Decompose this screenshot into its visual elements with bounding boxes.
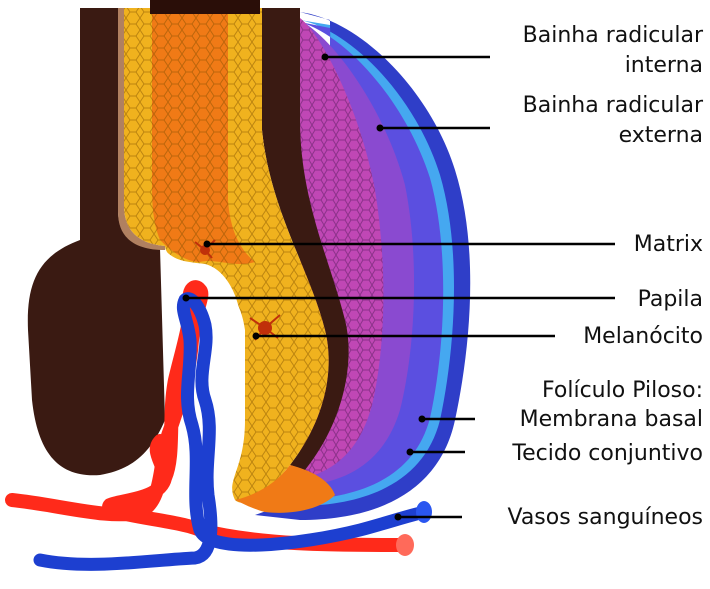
label-bainha-interna-1: Bainha radicular	[523, 23, 704, 48]
label-bainha-externa-1: Bainha radicular	[523, 93, 704, 118]
label-bainha-externa-2: externa	[619, 123, 703, 148]
label-foliculo: Folículo Piloso:	[542, 378, 703, 403]
label-bainha-interna-2: interna	[625, 53, 703, 78]
label-tecido: Tecido conjuntivo	[511, 441, 703, 466]
label-melanocito: Melanócito	[583, 324, 703, 349]
label-membrana: Membrana basal	[520, 407, 703, 432]
label-vasos: Vasos sanguíneos	[507, 505, 703, 530]
label-matrix: Matrix	[634, 232, 703, 257]
hair-shaft-top	[150, 0, 260, 14]
label-papila: Papila	[638, 287, 703, 312]
